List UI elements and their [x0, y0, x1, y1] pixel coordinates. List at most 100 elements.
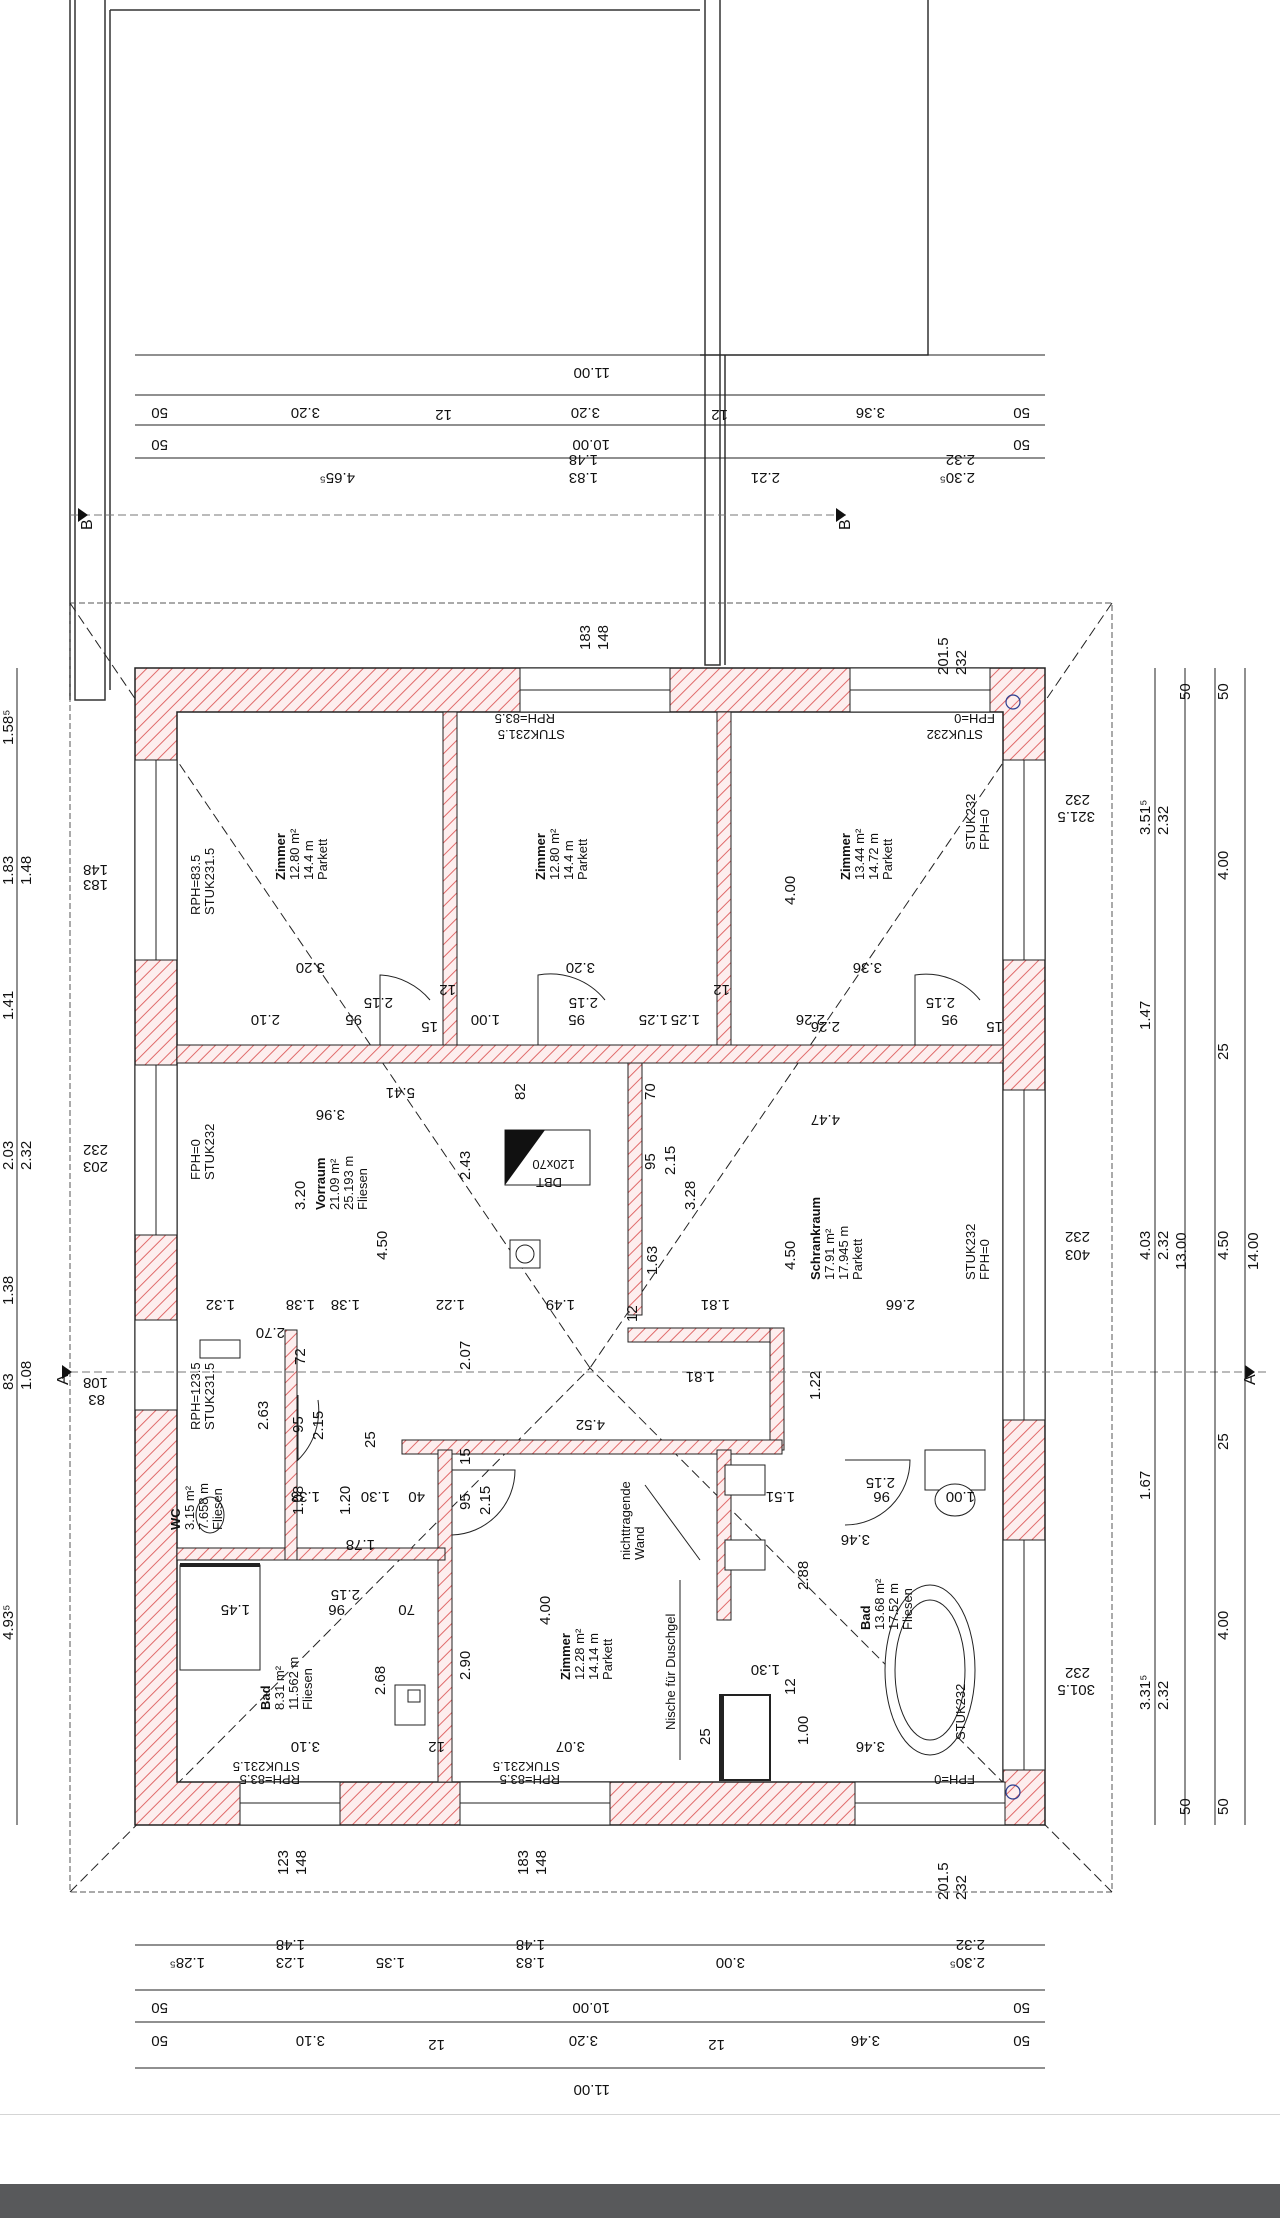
height-label: FPH=0	[954, 711, 995, 726]
dimension-label: 4.00	[1215, 1611, 1232, 1640]
dimension-label: 95	[345, 1011, 362, 1028]
dimension-label: 2.32	[1155, 1231, 1172, 1260]
dimension-label: 2.15	[866, 1474, 895, 1491]
dimension-label: 12	[428, 2036, 445, 2053]
height-label: STUK231.5	[202, 1363, 217, 1430]
dimension-label: 1.81	[701, 1296, 730, 1313]
dimension-label: 12	[624, 1305, 641, 1322]
height-label: STUK232	[953, 1684, 968, 1740]
dimension-label: 1.48	[569, 451, 598, 468]
dimension-label: 1.48	[18, 856, 35, 885]
dimension-label: 1.78	[346, 1536, 375, 1553]
dimension-label: 1.30	[751, 1661, 780, 1678]
dimension-label: 1.28⁵	[170, 1954, 205, 1971]
dimension-label: 2.21	[751, 469, 780, 486]
interior-walls	[176, 711, 1004, 1783]
attic-hatch: DBT 120x70	[504, 1129, 591, 1190]
dimension-label: 3.31⁵	[1137, 1675, 1154, 1710]
right-dimension-labels: 50 50 3.51⁵ 2.32 4.00 1.47 25 4.03 2.32 …	[1057, 683, 1262, 1815]
dimension-label: 4.50	[1215, 1231, 1232, 1260]
dimension-label: 3.46	[856, 1738, 885, 1755]
dimension-label: 95	[941, 1011, 958, 1028]
dimension-label: 1.32	[206, 1296, 235, 1313]
page-separator	[0, 2114, 1280, 2115]
dimension-label: 2.43	[457, 1151, 474, 1180]
height-label: STUK231.5	[493, 1759, 560, 1774]
section-b-left-label: B	[79, 519, 96, 530]
dimension-label: 1.38	[0, 1276, 17, 1305]
dimension-label: 1.00	[471, 1011, 500, 1028]
room-name: Zimmer	[558, 1633, 573, 1680]
room-name: Bad	[858, 1605, 873, 1630]
dimension-label: 2.30⁵	[950, 1954, 985, 1971]
room-zimmer-3: Zimmer 13.44 m² 14.72 m Parkett	[838, 828, 895, 880]
window-mark: 183	[83, 876, 108, 893]
bottom-dimensions	[135, 1944, 1045, 2069]
room-zimmer-2: Zimmer 12.80 m² 14.4 m Parkett	[533, 828, 590, 880]
dimension-label: 2.15	[569, 994, 598, 1011]
dimension-label: 4.52	[576, 1416, 605, 1433]
dimension-label: 1.45	[221, 1601, 250, 1618]
room-perimeter: 14.14 m	[586, 1633, 601, 1680]
partition-lines	[644, 1484, 701, 1760]
bottom-dimension-labels: 2.32 2.30⁵ 3.00 1.48 1.83 1.35 1.48 1.23…	[151, 1936, 1030, 2098]
dimension-label: 1.20	[337, 1486, 354, 1515]
dimension-label: 4.50	[782, 1241, 799, 1270]
dimension-label: 2.15	[310, 1411, 327, 1440]
dimension-label: 4.00	[782, 876, 799, 905]
room-name: Schrankraum	[808, 1197, 823, 1280]
dimension-label: 3.20	[292, 1181, 309, 1210]
room-perimeter: 11.562 m	[286, 1657, 301, 1710]
window-mark: 232	[1065, 1664, 1090, 1681]
window-mark: 232	[953, 650, 970, 675]
dimension-label: 2.26	[796, 1011, 825, 1028]
height-label: FPH=0	[934, 1772, 975, 1787]
room-name: Bad	[258, 1685, 273, 1710]
dimension-label: 1.83	[569, 469, 598, 486]
dimension-label: 3.20	[291, 404, 320, 421]
fixtures	[179, 1339, 986, 1781]
dimension-label: 1.41	[0, 991, 17, 1020]
dimension-label: 4.50	[374, 1231, 391, 1260]
inner-dimension-labels: 3.20 2.10 95 2.15 15 12 3.20 1.00 95 2.1…	[206, 876, 1003, 1755]
dimension-label: 12	[708, 2036, 725, 2053]
upper-structure	[69, 0, 929, 701]
dimension-label: 70	[642, 1083, 659, 1100]
dimension-label: 15	[986, 1018, 1003, 1035]
window-mark: 201.5	[935, 1862, 952, 1900]
window-mark: 203	[83, 1158, 108, 1175]
dimension-label: 72	[292, 1348, 309, 1365]
corner-markers	[1005, 694, 1021, 1800]
room-floor: Fliesen	[900, 1588, 915, 1630]
height-label: FPH=0	[977, 1239, 992, 1280]
dimension-label: 1.49	[546, 1296, 575, 1313]
dimension-label: 3.51⁵	[1137, 800, 1154, 835]
room-floor: Parkett	[880, 838, 895, 880]
dimension-label: 40	[408, 1488, 425, 1505]
window-mark: 148	[293, 1850, 310, 1875]
room-name: Zimmer	[838, 833, 853, 880]
dimension-label: 1.58⁵	[0, 710, 17, 745]
dimension-label: 1.63	[644, 1246, 661, 1275]
section-line-a: A A	[55, 1365, 1270, 1385]
height-label: STUK231.5	[498, 727, 565, 742]
dimension-label: 15	[457, 1448, 474, 1465]
section-line-b: B B	[70, 508, 854, 530]
room-floor: Parkett	[850, 1238, 865, 1280]
dimension-label: 1.08	[18, 1361, 35, 1390]
height-label: RPH=83.5	[500, 1772, 560, 1787]
room-perimeter: 17.52 m	[886, 1583, 901, 1630]
height-label: STUK232	[963, 794, 978, 850]
dimension-label: 4.00	[1215, 851, 1232, 880]
room-perimeter: 17.945 m	[836, 1226, 851, 1280]
room-area: 12.80 m²	[287, 828, 302, 880]
room-area: 8.31 m²	[272, 1665, 287, 1710]
dimension-label: 12	[439, 981, 456, 998]
dimension-label: 50	[1013, 1999, 1030, 2016]
room-perimeter: 25.193 m	[341, 1156, 356, 1210]
dimension-label: 10.00	[572, 1999, 610, 2016]
dimension-label: 2.26	[811, 1018, 840, 1035]
room-floor: Parkett	[315, 838, 330, 880]
room-vorraum: Vorraum 21.09 m² 25.193 m Fliesen	[313, 1156, 370, 1210]
room-perimeter: 14.4 m	[301, 840, 316, 880]
